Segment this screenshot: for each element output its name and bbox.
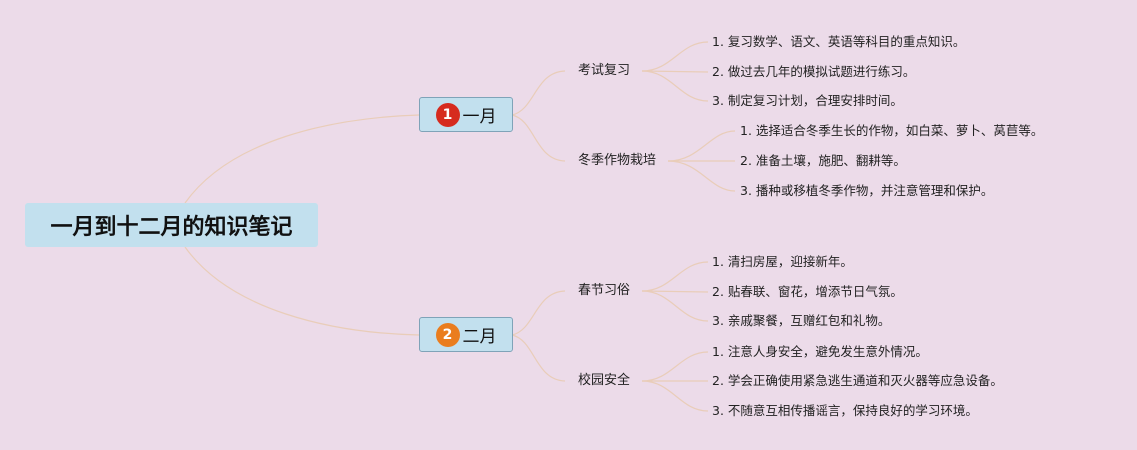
topic-exam-review[interactable]: 考试复习 [578, 63, 631, 78]
link-month-2-topic-1 [511, 290, 566, 336]
topic-campus-safety[interactable]: 校园安全 [578, 373, 631, 388]
leaf-item[interactable]: 3. 播种或移植冬季作物，并注意管理和保护。 [740, 183, 994, 198]
topic-winter-crops[interactable]: 冬季作物栽培 [578, 153, 657, 168]
leaf-item[interactable]: 3. 制定复习计划，合理安排时间。 [712, 93, 903, 108]
month-label: 一月 [462, 107, 497, 127]
leaf-item[interactable]: 1. 复习数学、语文、英语等科目的重点知识。 [712, 34, 966, 49]
link-month-1-topic-2 [511, 114, 566, 162]
leaf-item[interactable]: 1. 注意人身安全，避免发生意外情况。 [712, 344, 928, 359]
link-leaf [641, 261, 709, 292]
link-leaf [667, 160, 736, 192]
leaf-item[interactable]: 3. 不随意互相传播谣言，保持良好的学习环境。 [712, 403, 978, 418]
leaf-item[interactable]: 1. 选择适合冬季生长的作物，如白菜、萝卜、莴苣等。 [740, 123, 1044, 138]
month-node-2[interactable]: 2 二月 [419, 317, 513, 352]
link-month-2-topic-2 [511, 334, 566, 382]
month-node-1[interactable]: 1 一月 [419, 97, 513, 132]
root-label: 一月到十二月的知识笔记 [50, 215, 293, 240]
link-leaf [641, 351, 709, 382]
leaf-item[interactable]: 2. 做过去几年的模拟试题进行练习。 [712, 64, 916, 79]
link-leaf [641, 70, 709, 102]
link-leaf [641, 290, 709, 322]
leaf-item[interactable]: 2. 学会正确使用紧急逃生通道和灭火器等应急设备。 [712, 373, 1003, 388]
month-label: 二月 [462, 327, 497, 347]
number-badge-icon: 2 [435, 322, 460, 347]
link-leaf [641, 70, 709, 73]
link-root-month-2 [184, 246, 420, 336]
leaf-item[interactable]: 1. 清扫房屋，迎接新年。 [712, 254, 853, 269]
root-node[interactable]: 一月到十二月的知识笔记 [25, 203, 318, 247]
link-root-month-1 [184, 114, 420, 204]
leaf-item[interactable]: 2. 准备土壤，施肥、翻耕等。 [740, 153, 906, 168]
leaf-item[interactable]: 3. 亲戚聚餐，互赠红包和礼物。 [712, 313, 891, 328]
link-leaf [641, 380, 709, 412]
link-month-1-topic-1 [511, 70, 566, 116]
topic-spring-festival[interactable]: 春节习俗 [578, 283, 631, 298]
link-leaf [641, 41, 709, 72]
link-leaf [641, 290, 709, 293]
number-badge-icon: 1 [435, 102, 460, 127]
leaf-item[interactable]: 2. 贴春联、窗花，增添节日气氛。 [712, 284, 903, 299]
link-leaf [667, 130, 736, 162]
